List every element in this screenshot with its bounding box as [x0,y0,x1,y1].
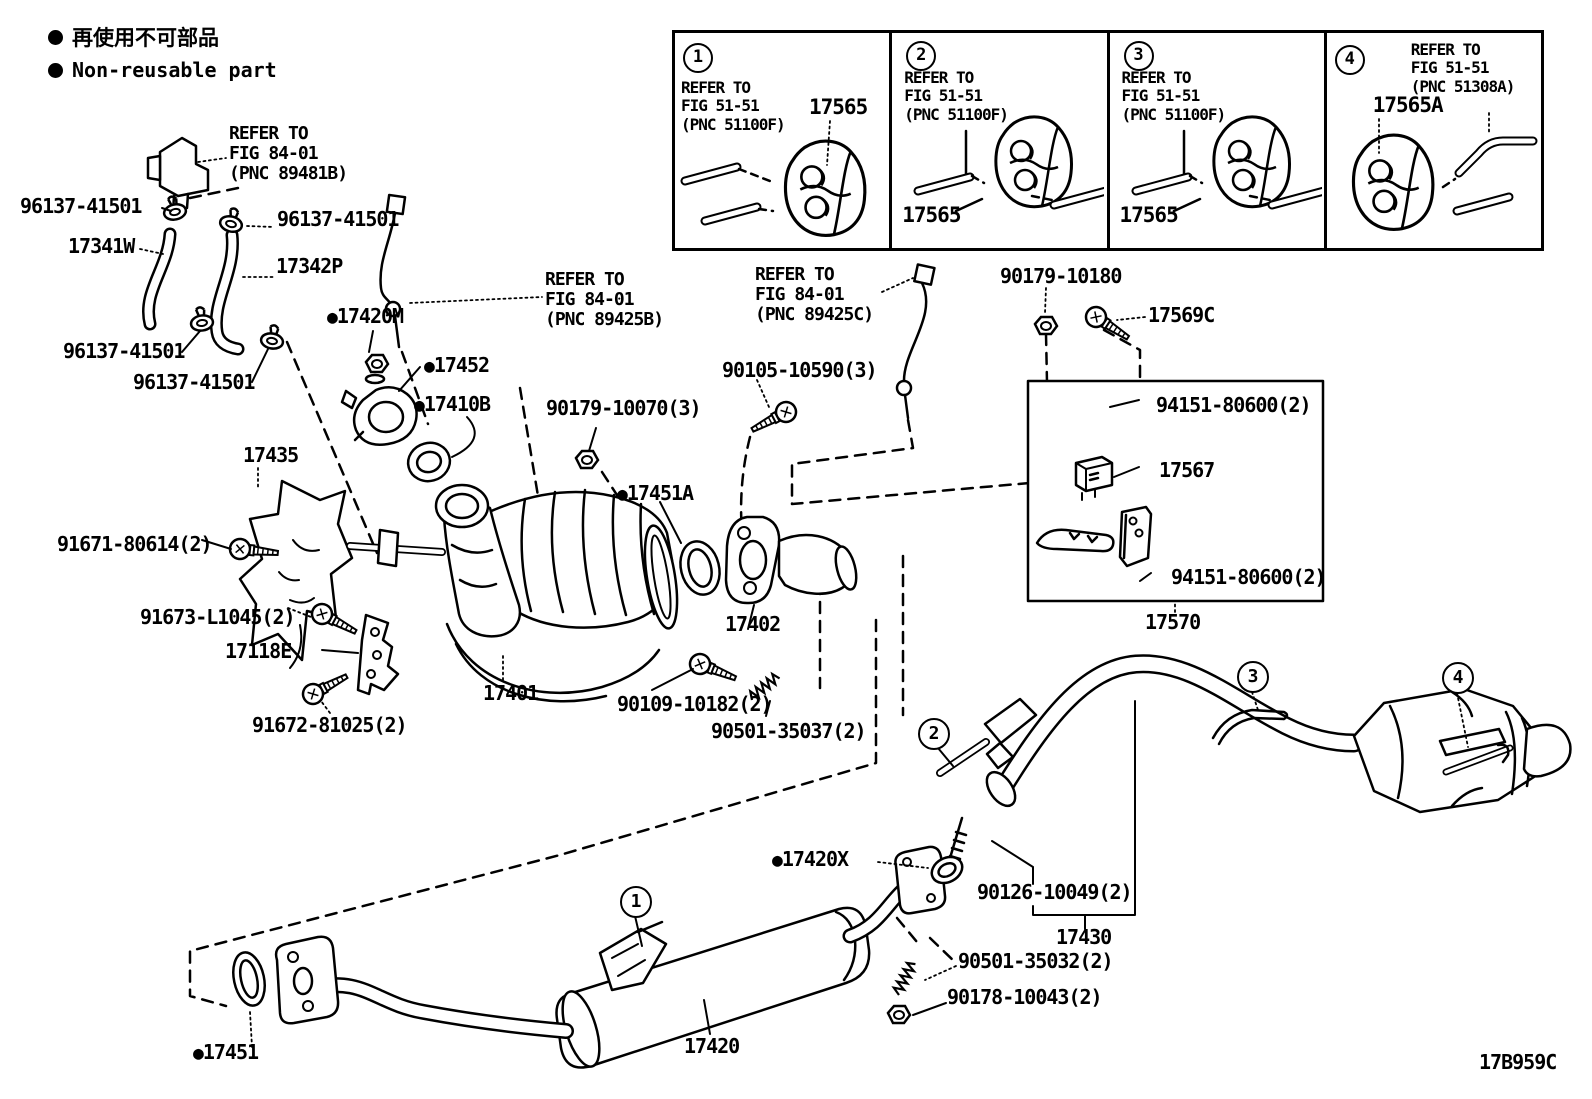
part-label-17570: 17570 [1145,610,1201,634]
part-label-90178-10043(2): 90178-10043(2) [947,985,1103,1009]
part-label-91672-81025(2): 91672-81025(2) [252,713,408,737]
part-label-17452: ●17452 [424,353,490,377]
part-label-17342P: 17342P [276,254,343,278]
non-reusable-dot-icon: ● [617,484,628,505]
hose-17342p [209,228,245,356]
non-reusable-dot-icon: ● [772,850,783,871]
part-label-90179-10070(3): 90179-10070(3) [546,396,702,420]
part-label-90501-35032(2): 90501-35032(2) [958,949,1114,973]
callout-2: 2 [918,718,950,750]
exhaust-hanger-icon [892,115,1104,213]
non-reusable-dot-icon: ● [414,395,425,416]
exhaust-hanger-icon [1351,112,1538,231]
converter-17401 [346,483,679,703]
leader-lines [161,207,1152,1035]
part-label-17451: ●17451 [193,1040,259,1064]
non-reusable-dot-icon [48,62,63,78]
o2-sensor-front [379,193,407,349]
part-label-90109-10182(2): 90109-10182(2) [617,692,773,716]
part-label-17341W: 17341W [68,234,135,258]
part-label-17451A: ●17451A [617,481,694,505]
part-label-17435: 17435 [243,443,299,467]
part-label-17401: 17401 [483,681,539,705]
muffler-17420 [274,845,947,1069]
legend-row-jp: 再使用不可部品 [48,22,277,52]
vacuum-valve [146,136,210,214]
center-pipe-17430 [936,654,1364,808]
rear-muffler [1352,687,1572,814]
gasket-17451a [679,540,721,596]
flange-pipe-17402 [724,515,858,605]
legend-text-jp: 再使用不可部品 [72,26,219,50]
o2-sensor-rear [895,263,936,420]
legend-row-en: Non-reusable part [48,58,277,82]
gasket-17420x [930,855,964,885]
figure-code: 17B959C [1479,1050,1557,1074]
part-label-90179-10180: 90179-10180 [1000,264,1122,288]
part-label-94151-80600(2): 94151-80600(2) [1171,565,1327,589]
part-label-17569C: 17569C [1148,303,1215,327]
heat-shield-17435 [238,479,354,669]
part-label-90126-10049(2): 90126-10049(2) [977,880,1133,904]
bracket-kit-17570 [1026,379,1325,603]
part-label-17567: 17567 [1159,458,1215,482]
ref-box-number-3: 3 [1123,41,1154,71]
legend-text-en: Non-reusable part [72,58,277,82]
ref-box-number-1: 1 [683,43,713,73]
part-label-91673-L1045(2): 91673-L1045(2) [140,605,296,629]
hose-17341w [142,227,177,331]
non-reusable-dot-icon [48,29,63,45]
non-reusable-dot-icon: ● [424,356,435,377]
callout-1: 1 [620,886,652,918]
part-label-17118E: 17118E [225,639,292,663]
part-label-90105-10590(3): 90105-10590(3) [722,358,878,382]
support-clamp-17452 [340,386,418,446]
callout-4: 4 [1442,662,1474,694]
bracket-17118e [356,613,400,696]
part-label-17420X: ●17420X [772,847,849,871]
part-label-96137-41501: 96137-41501 [63,339,185,363]
part-label-17565: 17565 [902,203,961,227]
part-label-17565: 17565 [809,95,868,119]
non-reusable-dot-icon: ● [327,307,338,328]
part-label-17420M: ●17420M [327,304,404,328]
part-label-91671-80614(2): 91671-80614(2) [57,532,213,556]
non-reusable-dot-icon: ● [193,1043,204,1064]
part-label-17420: 17420 [684,1034,740,1058]
part-label-17565: 17565 [1119,203,1179,227]
exhaust-hanger-icon [675,120,867,237]
part-label-96137-41501: 96137-41501 [20,194,142,218]
exhaust-hanger-icon [1110,115,1322,213]
legend: 再使用不可部品 Non-reusable part [48,22,277,88]
part-label-17410B: ●17410B [414,392,491,416]
part-label-90501-35037(2): 90501-35037(2) [711,719,867,743]
part-label-94151-80600(2): 94151-80600(2) [1156,393,1312,417]
part-label-17430: 17430 [1056,925,1112,949]
gasket-17451 [232,951,266,1007]
gasket-17410b [406,441,452,483]
ref-box-number-2: 2 [906,41,937,71]
part-label-96137-41501: 96137-41501 [133,370,255,394]
ref-box-number-4: 4 [1334,45,1365,75]
part-label-17565A: 17565A [1372,93,1444,117]
dotted-leader-lines [139,157,1469,1048]
part-label-96137-41501: 96137-41501 [277,207,399,231]
part-label-17402: 17402 [725,612,781,636]
callout-3: 3 [1237,661,1269,693]
